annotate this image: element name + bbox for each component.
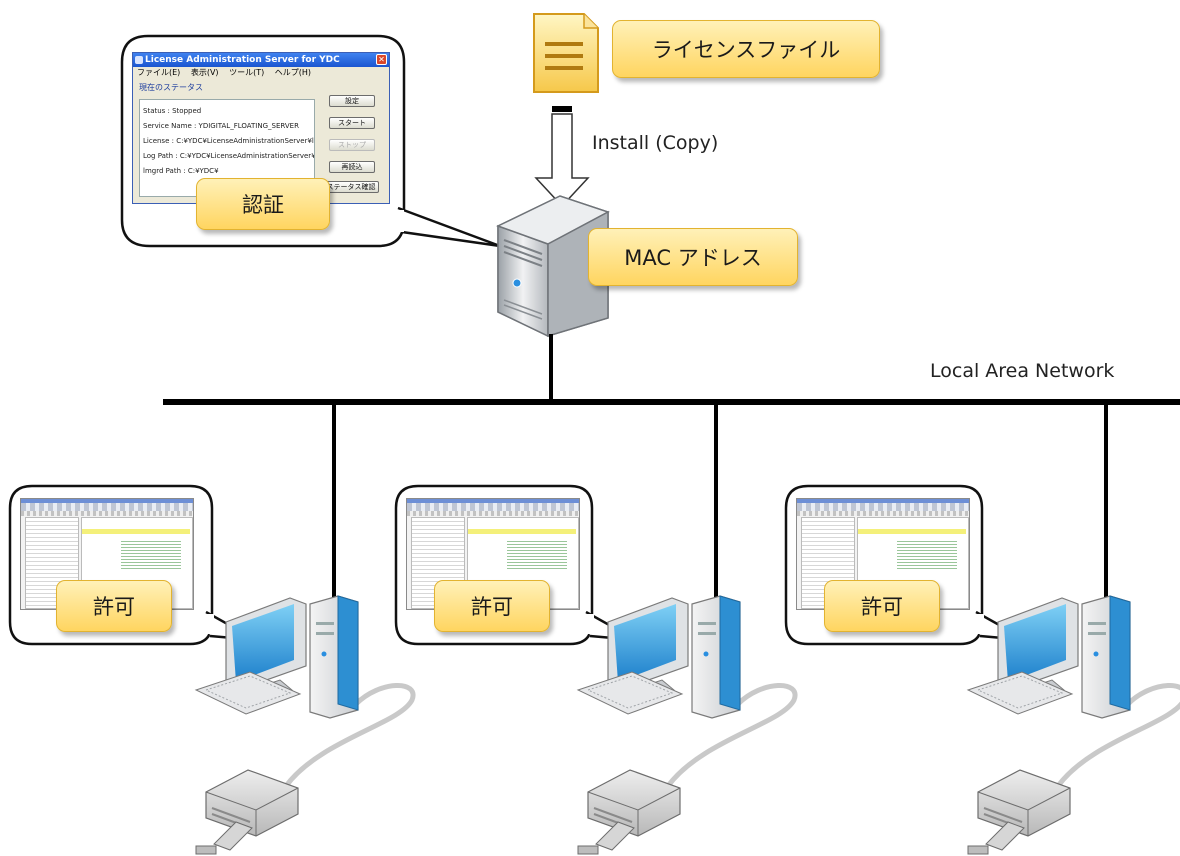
status-line: lmgrd Path : C:¥YDC¥ — [143, 167, 219, 175]
dongle-1 — [195, 769, 299, 855]
menu-bar: ファイル(E) 表示(V) ツール(T) ヘルプ(H) — [133, 67, 389, 79]
network-lines — [163, 334, 1180, 598]
status-line: Service Name : YDIGITAL_FLOATING_SERVER — [143, 122, 299, 130]
license-server-window: License Administration Server for YDC ✕ … — [132, 52, 390, 204]
menu-file[interactable]: ファイル(E) — [137, 68, 181, 77]
client-screen-1 — [20, 498, 194, 610]
server-bubble-tail — [397, 206, 502, 248]
license-file-label: ライセンスファイル — [612, 20, 880, 78]
check-status-button[interactable]: ステータス確認 — [323, 181, 379, 193]
app-icon — [135, 56, 143, 64]
status-line: Status : Stopped — [143, 107, 202, 115]
settings-button[interactable]: 設定 — [329, 95, 375, 107]
document-icon — [533, 13, 599, 93]
workstation-3 — [966, 595, 1180, 788]
client-screen-3 — [796, 498, 970, 610]
permit-label-2: 許可 — [434, 580, 550, 632]
dongle-3 — [967, 769, 1071, 855]
lan-text: Local Area Network — [930, 360, 1115, 382]
menu-view[interactable]: 表示(V) — [190, 68, 219, 77]
permit-label-1: 許可 — [56, 580, 172, 632]
auth-label: 認証 — [196, 178, 330, 230]
dongle-2 — [577, 769, 681, 855]
window-titlebar: License Administration Server for YDC ✕ — [133, 53, 389, 67]
mac-address-label: MAC アドレス — [588, 228, 798, 286]
workstation-1 — [194, 595, 416, 788]
status-line: Log Path : C:¥YDC¥LicenseAdministrationS… — [143, 152, 315, 160]
status-group-title: 現在のステータス — [139, 83, 203, 92]
stop-button[interactable]: ストップ — [329, 139, 375, 151]
window-title: License Administration Server for YDC — [145, 55, 340, 65]
status-line: License : C:¥YDC¥LicenseAdministrationSe… — [143, 137, 314, 145]
install-arrow — [534, 106, 590, 208]
close-icon[interactable]: ✕ — [376, 54, 387, 65]
workstation-2 — [576, 595, 798, 788]
menu-tools[interactable]: ツール(T) — [229, 68, 265, 77]
start-button[interactable]: スタート — [329, 117, 375, 129]
install-copy-text: Install (Copy) — [592, 132, 719, 154]
reload-button[interactable]: 再読込 — [329, 161, 375, 173]
permit-label-3: 許可 — [824, 580, 940, 632]
menu-help[interactable]: ヘルプ(H) — [274, 68, 312, 77]
